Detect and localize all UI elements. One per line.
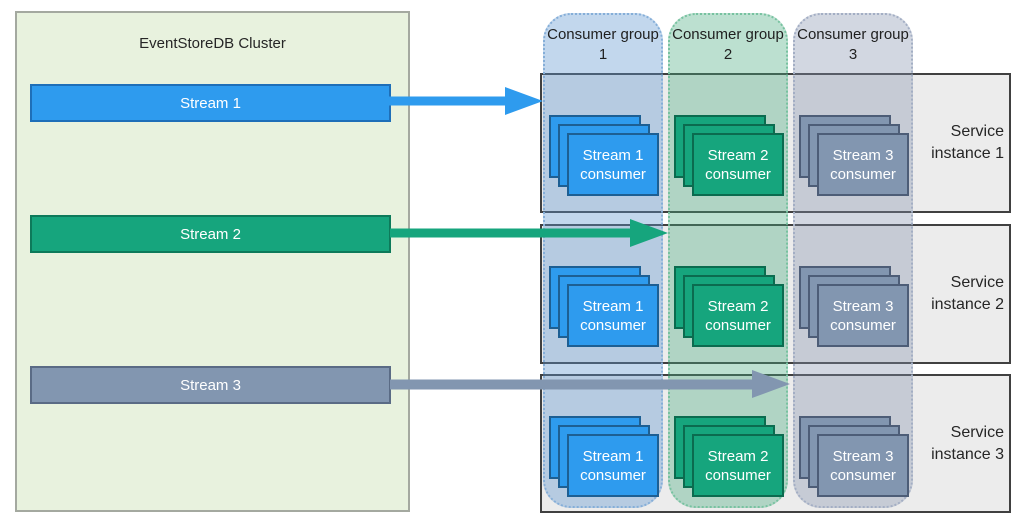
consumer-card: Stream 2 consumer xyxy=(692,284,784,347)
consumer-card: Stream 1 consumer xyxy=(567,284,659,347)
stream-3-consumer-stack-instance-3: Stream 3 consumer xyxy=(799,416,909,497)
service-instance-3-label: Service instance 3 xyxy=(931,423,1004,463)
consumer-card-label: Stream 2 consumer xyxy=(705,297,771,334)
stream-1-arrow xyxy=(388,87,543,115)
stream-2-label: Stream 2 xyxy=(180,225,241,243)
consumer-card: Stream 3 consumer xyxy=(817,133,909,196)
stream-1-consumer-stack-instance-2: Stream 1 consumer xyxy=(549,266,659,347)
stream-1-label: Stream 1 xyxy=(180,94,241,112)
consumer-card-label: Stream 2 consumer xyxy=(705,146,771,183)
consumer-card-label: Stream 3 consumer xyxy=(830,146,896,183)
consumer-group-3-header: Consumer group 3 xyxy=(797,26,909,63)
stream-1-consumer-stack-instance-1: Stream 1 consumer xyxy=(549,115,659,196)
consumer-card: Stream 1 consumer xyxy=(567,133,659,196)
stream-3-label: Stream 3 xyxy=(180,376,241,394)
consumer-card-label: Stream 1 consumer xyxy=(580,447,646,484)
service-instance-1-label: Service instance 1 xyxy=(931,123,1004,162)
stream-2-bar: Stream 2 xyxy=(30,215,391,253)
stream-2-consumer-stack-instance-2: Stream 2 consumer xyxy=(674,266,784,347)
stream-1-bar: Stream 1 xyxy=(30,84,391,122)
cluster-title: EventStoreDB Cluster xyxy=(139,35,286,52)
consumer-card-label: Stream 3 consumer xyxy=(830,297,896,334)
consumer-group-1-header: Consumer group 1 xyxy=(547,26,659,63)
stream-1-consumer-stack-instance-3: Stream 1 consumer xyxy=(549,416,659,497)
consumer-card: Stream 3 consumer xyxy=(817,434,909,497)
consumer-card: Stream 3 consumer xyxy=(817,284,909,347)
stream-3-bar: Stream 3 xyxy=(30,366,391,404)
consumer-card-label: Stream 1 consumer xyxy=(580,146,646,183)
consumer-card: Stream 1 consumer xyxy=(567,434,659,497)
eventstoredb-cluster-panel: EventStoreDB Cluster Stream 1 Stream 2 S… xyxy=(15,11,410,512)
consumer-group-2-header: Consumer group 2 xyxy=(672,26,784,63)
stream-2-consumer-stack-instance-1: Stream 2 consumer xyxy=(674,115,784,196)
consumer-card-label: Stream 3 consumer xyxy=(830,447,896,484)
stream-2-consumer-stack-instance-3: Stream 2 consumer xyxy=(674,416,784,497)
consumer-card-label: Stream 1 consumer xyxy=(580,297,646,334)
consumer-card: Stream 2 consumer xyxy=(692,434,784,497)
service-instance-2-label: Service instance 2 xyxy=(931,274,1004,313)
consumer-card: Stream 2 consumer xyxy=(692,133,784,196)
stream-3-consumer-stack-instance-1: Stream 3 consumer xyxy=(799,115,909,196)
stream-3-consumer-stack-instance-2: Stream 3 consumer xyxy=(799,266,909,347)
consumer-card-label: Stream 2 consumer xyxy=(705,447,771,484)
